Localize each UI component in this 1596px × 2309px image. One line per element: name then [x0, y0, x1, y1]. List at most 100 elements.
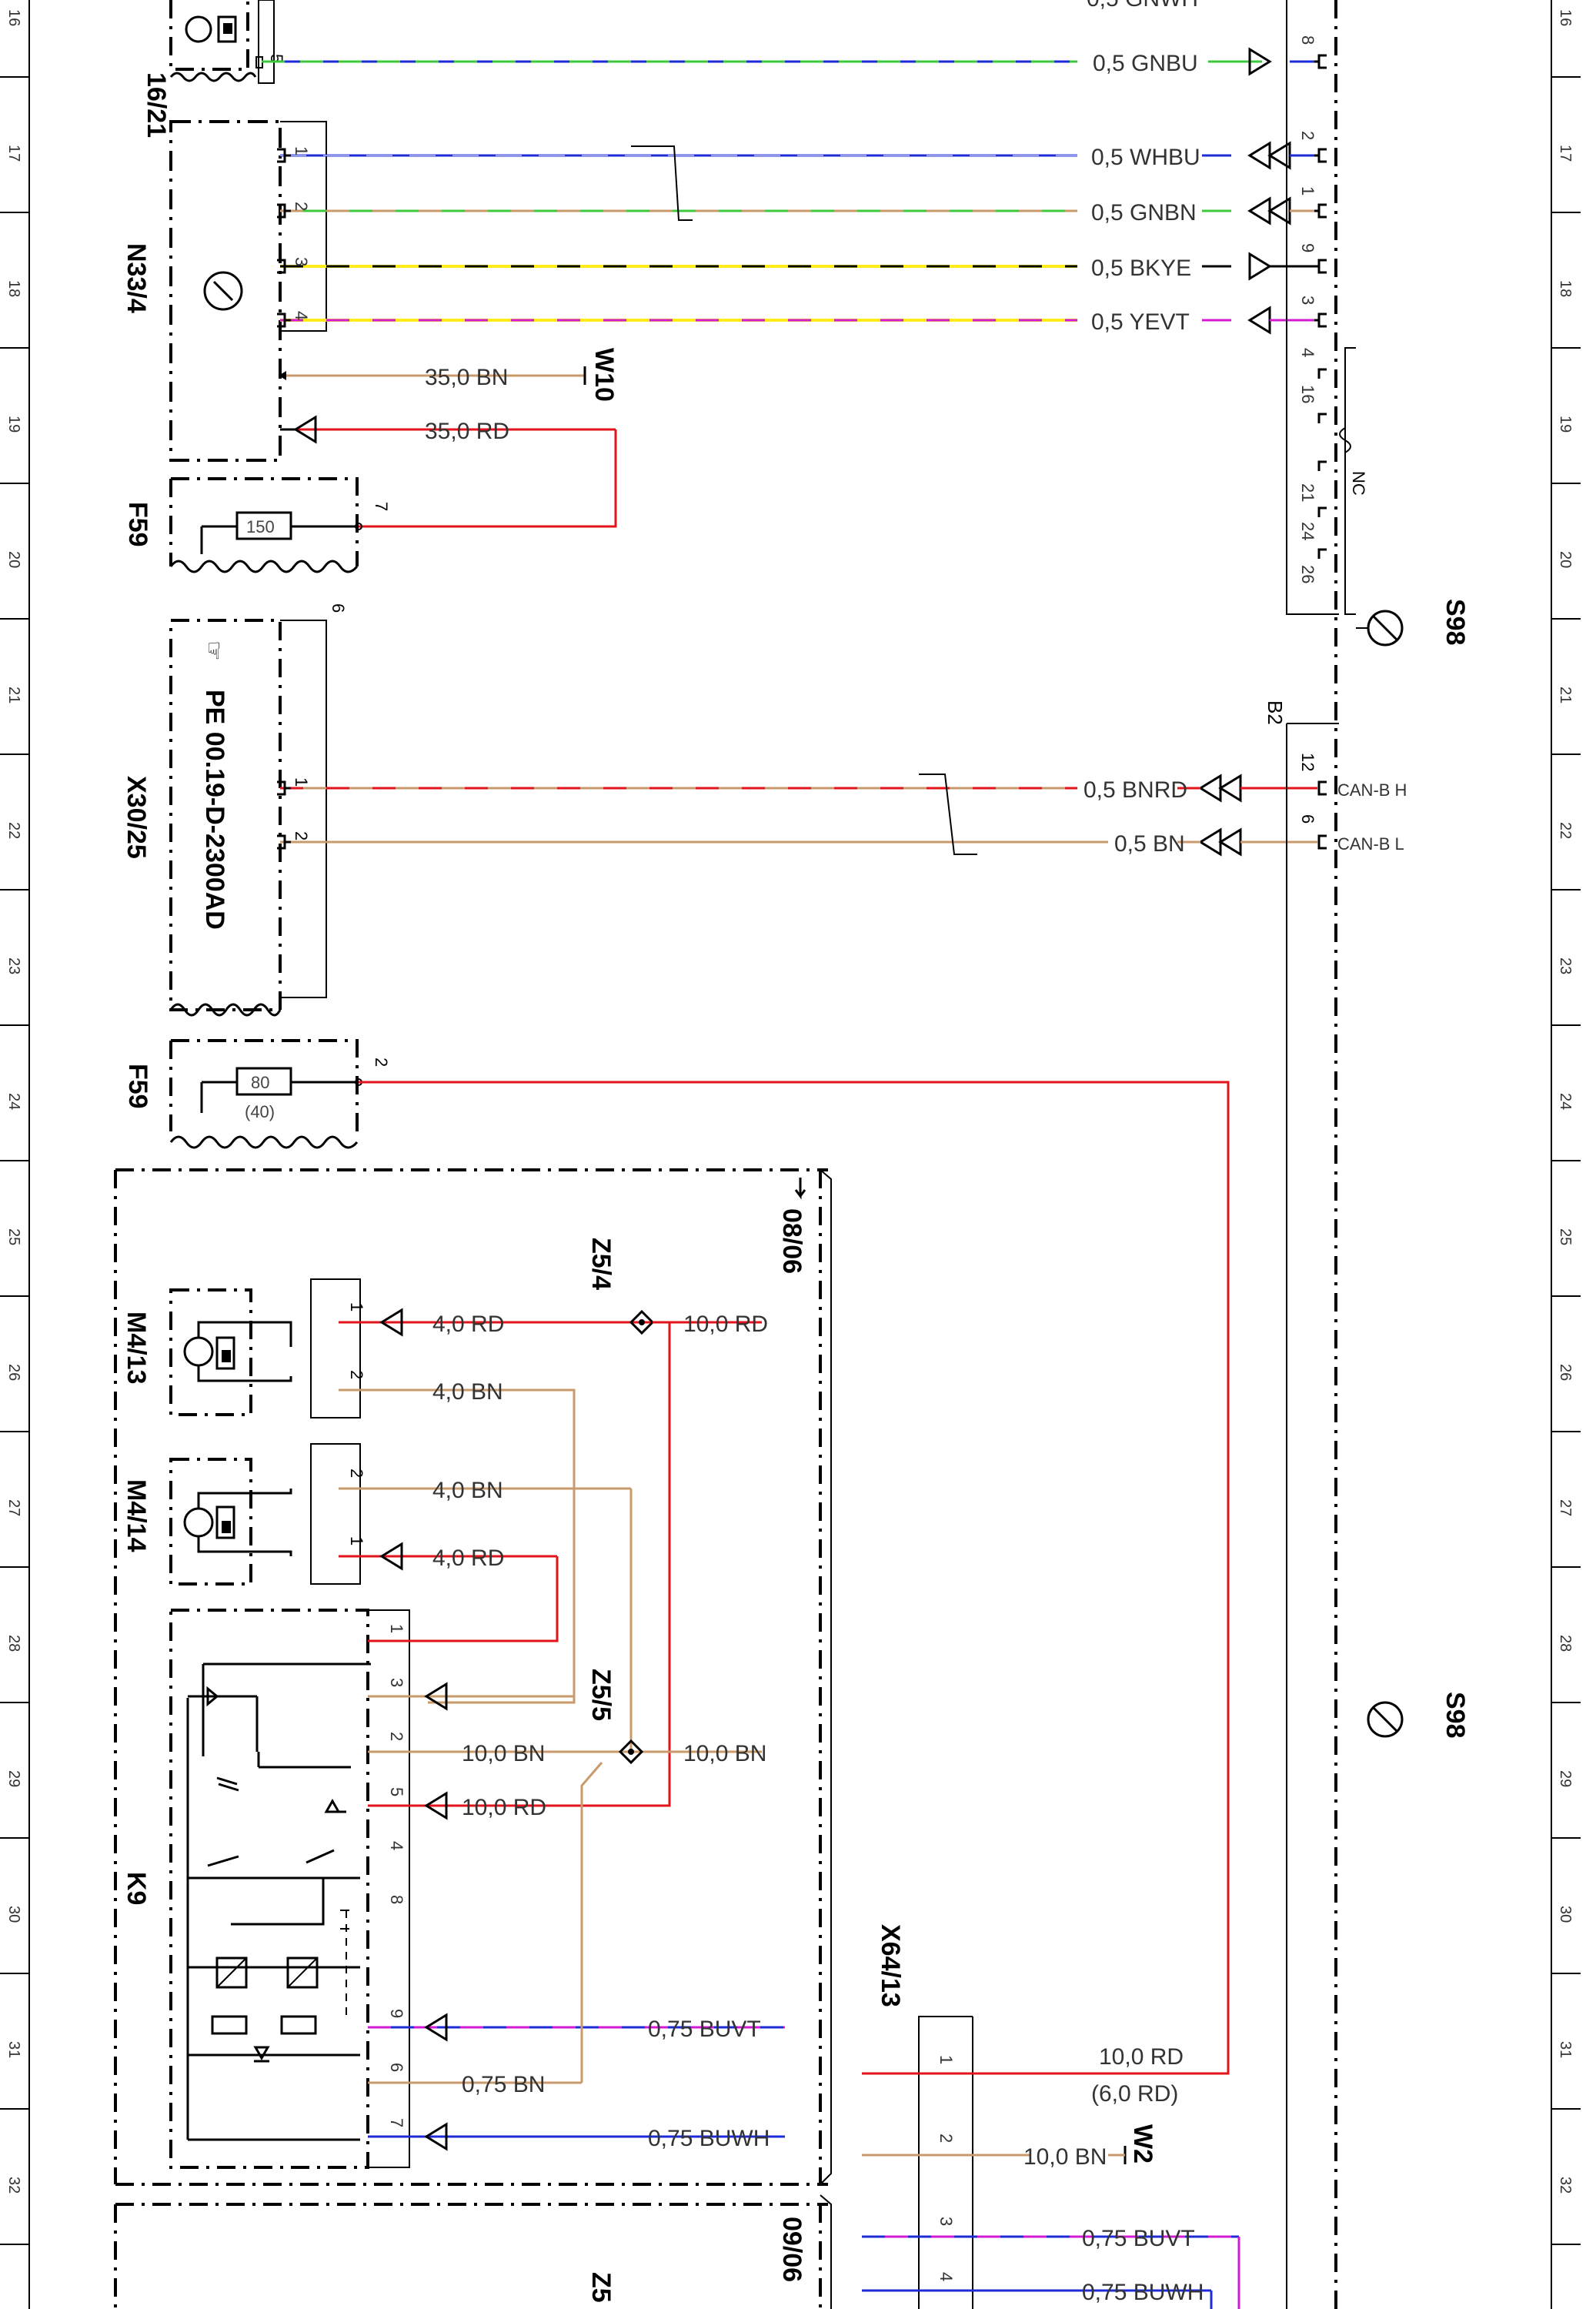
right-stub-wires	[1202, 154, 1231, 322]
wire-gnbn-label: 0,5 GNBN	[1091, 200, 1197, 226]
grid-row-number: 24	[5, 1093, 22, 1110]
grid-row-number: 27	[1557, 1499, 1574, 1516]
m4-13-wires	[339, 1308, 616, 1704]
wire-rd10-a-label: 10,0 RD	[683, 1312, 768, 1337]
wire-gnbu-label: 0,5 GNBU	[1093, 51, 1198, 76]
n33-4-component[interactable]	[169, 120, 327, 462]
grid-row-number: 29	[5, 1770, 22, 1787]
grid-row-number: 22	[5, 822, 22, 839]
m16-21-component[interactable]	[169, 0, 275, 84]
can-low-label: CAN-B L	[1337, 834, 1404, 854]
f59-fuse-150-rating: 150	[246, 517, 275, 536]
s98-pin-26: 26	[1298, 565, 1317, 583]
grid-row-number: 19	[5, 416, 22, 433]
wire-bn075-label: 0,75 BN	[462, 2072, 545, 2097]
grid-row-number: 23	[1557, 957, 1574, 974]
x64-13-connector[interactable]	[918, 2016, 973, 2309]
f59-b-label: F59	[123, 1064, 152, 1109]
s98-bottom-label: S98	[1441, 1692, 1470, 1739]
grid-row-number: 16	[1557, 9, 1574, 26]
k9-pin-1: 1	[387, 1624, 406, 1633]
s98-can-pin-6: 6	[1298, 814, 1317, 824]
wire-whbu-label: 0,5 WHBU	[1091, 145, 1200, 170]
wire-bn05-label: 0,5 BN	[1114, 831, 1185, 857]
m4-14-component[interactable]	[169, 1443, 361, 1586]
x30-25-pin-sockets	[277, 780, 1327, 850]
k9-wire-labels: 10,0 BN 10,0 RD 0,75 BUVT 0,75 BN 0,75 B…	[462, 1741, 770, 2151]
x64-13-pin-labels: 1 2 3 4	[937, 2055, 956, 2281]
wire-gnwh[interactable]: 0,5 GNWH	[1077, 0, 1231, 12]
wire-rd10-c-label: 10,0 RD	[1099, 2044, 1184, 2070]
k9-pin-9: 9	[387, 2009, 406, 2018]
ref-top-arrow	[794, 1178, 806, 1200]
x64-13-pin-1: 1	[937, 2055, 956, 2064]
s98-pin-1: 1	[1298, 186, 1317, 195]
wire-buvt075-label: 0,75 BUVT	[648, 2017, 761, 2042]
m4-13-component[interactable]	[169, 1278, 361, 1418]
nc-label: NC	[1349, 471, 1368, 496]
x30-25-pin-2: 2	[292, 831, 311, 840]
n33-4-wire-labels: 0,5 WHBU 0,5 GNBN 0,5 BKYE 0,5 YEVT	[1091, 145, 1200, 335]
wire-gnbu[interactable]: 0,5 GNBU	[262, 51, 1262, 76]
k9-relay[interactable]	[169, 1609, 410, 2169]
x64-13-wire-labels: 10,0 RD (6,0 RD) 10,0 BN 0,75 BUVT 0,75 …	[1023, 2044, 1204, 2305]
wire-bn4-b-label: 4,0 BN	[432, 1478, 503, 1503]
wire-rd4-b-label: 4,0 RD	[432, 1545, 504, 1571]
ref-bottom: 09/06	[777, 2217, 806, 2282]
grid-row-number: 25	[5, 1228, 22, 1245]
s98-top-label: S98	[1441, 599, 1470, 646]
x30-25-component[interactable]	[169, 619, 327, 1017]
s98-pin-16: 16	[1298, 385, 1317, 403]
wire-f59-to-x64	[359, 1081, 1230, 2075]
s98-pin-3: 3	[1298, 296, 1317, 305]
s98-pin-21: 21	[1298, 483, 1317, 502]
s98-pin-4: 4	[1298, 348, 1317, 357]
grid-row-number: 31	[5, 2041, 22, 2058]
grid-row-number: 29	[1557, 1770, 1574, 1787]
m4-13-pin-1: 1	[347, 1302, 366, 1312]
z5-5-splice[interactable]	[618, 1739, 762, 1765]
wire-bnrd-label: 0,5 BNRD	[1083, 777, 1187, 803]
m4-14-label: M4/14	[122, 1479, 151, 1552]
x64-13-pin-3: 3	[937, 2217, 956, 2226]
grid-row-number: 18	[5, 280, 22, 297]
x64-13-pin-2: 2	[937, 2134, 956, 2143]
f59-fuse-80-alt: (40)	[245, 1102, 275, 1121]
f59-fuse-150[interactable]	[169, 477, 362, 573]
wire-buwh075-label: 0,75 BUWH	[648, 2126, 770, 2151]
f59-a-pin: 7	[372, 502, 391, 511]
grid-row-number: 16	[5, 9, 22, 26]
wire-rd6-label: (6,0 RD)	[1091, 2081, 1178, 2107]
n33-4-pin-1: 1	[292, 146, 311, 155]
k9-wires	[368, 1639, 785, 2151]
x30-25-pin-1: 1	[292, 777, 311, 787]
f59-b-pin: 2	[372, 1058, 391, 1067]
k9-label: K9	[122, 1872, 151, 1905]
s98-pin-sockets	[1314, 54, 1327, 559]
wire-bkye-label: 0,5 BKYE	[1091, 256, 1191, 281]
grid-row-number: 21	[1557, 687, 1574, 703]
grid-row-number: 28	[5, 1635, 22, 1652]
grid-row-number: 26	[5, 1364, 22, 1381]
m4-14-pin-1: 1	[347, 1536, 366, 1545]
k9-pin-5: 5	[387, 1787, 406, 1796]
m4-14-pin-2: 2	[347, 1469, 366, 1478]
wire-rd35-label: 35,0 RD	[425, 419, 509, 444]
w2-label: W2	[1128, 2124, 1157, 2164]
s98-pin-8: 8	[1298, 35, 1317, 45]
grid-row-number: 31	[1557, 2041, 1574, 2058]
wire-bn10-c-label: 10,0 BN	[1023, 2144, 1107, 2170]
wire-buvt075-b-label: 0,75 BUVT	[1082, 2226, 1195, 2251]
grid-row-number: 30	[5, 1906, 22, 1923]
m16-21-label: 16/21	[142, 72, 171, 138]
nc-bracket	[1339, 347, 1404, 647]
grid-row-number: 27	[5, 1499, 22, 1516]
s98-bottom[interactable]	[1367, 1701, 1404, 1738]
grid-row-number: 24	[1557, 1093, 1574, 1110]
m4-13-label: M4/13	[122, 1312, 151, 1385]
s98-connector-top[interactable]	[1286, 0, 1339, 2309]
s98-pin-9: 9	[1298, 243, 1317, 252]
wire-rd10-b-label: 10,0 RD	[462, 1795, 546, 1820]
f59-fuse-80[interactable]	[169, 1039, 362, 1149]
